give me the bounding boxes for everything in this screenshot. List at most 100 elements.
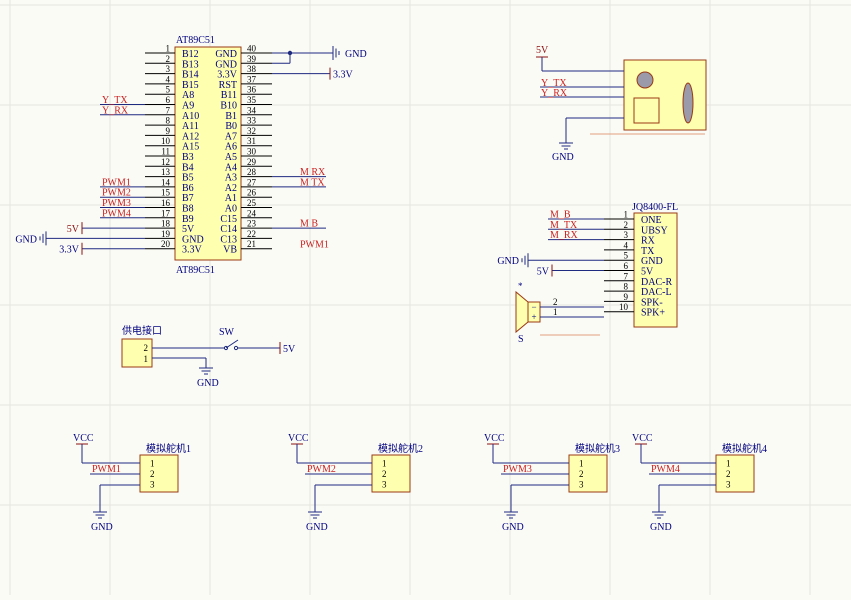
power-label: 3.3V [333, 70, 354, 81]
mcu-value: AT89C51 [176, 265, 215, 276]
mcu-pin-name: B9 [182, 214, 194, 225]
audio-pin-name: GND [641, 256, 663, 267]
net-label: Y_RX [102, 105, 129, 116]
audio-pin-number: 10 [619, 302, 629, 312]
audio-body [633, 212, 678, 328]
mcu-pin-name: B1 [225, 111, 237, 122]
mcu-pin-name: A7 [225, 131, 237, 142]
speaker-pin-sign: + [531, 312, 536, 322]
mcu-pin-name: C15 [220, 214, 237, 225]
mcu-pin-number: 1 [166, 44, 171, 54]
mcu-pin-number: 4 [166, 74, 171, 84]
connector-body [121, 338, 153, 368]
mcu-ref: AT89C51 [176, 35, 215, 46]
power-label: VCC [484, 433, 505, 444]
power-label: 5V [67, 224, 80, 235]
mcu-pin-number: 7 [166, 105, 171, 115]
net-label: M RX [300, 167, 326, 178]
mcu-pin-name: B11 [221, 90, 237, 101]
mcu-pin-name: C14 [220, 224, 237, 235]
mcu-pin-name: A8 [182, 90, 194, 101]
audio-pin-name: DAC-R [641, 277, 672, 288]
connector-pin-number: 2 [144, 343, 149, 353]
servo-pin-number: 1 [726, 459, 731, 469]
mcu-pin-name: B5 [182, 173, 194, 184]
mcu-pin-name: B7 [182, 193, 194, 204]
speaker-value: S [518, 334, 524, 345]
speaker-pin-number: 2 [553, 297, 558, 307]
schematic-drawing: AT89C51AT89C511B122B133B144B155A86A97A10… [15, 35, 767, 533]
servo-ref: 模拟舵机4 [722, 442, 767, 455]
power-label: VCC [288, 433, 309, 444]
mcu-body [174, 46, 242, 261]
mcu-pin-number: 35 [247, 95, 257, 105]
net-label: PWM4 [651, 464, 680, 475]
mcu-pin-number: 6 [166, 95, 171, 105]
net-label: M_TX [550, 220, 578, 231]
audio-pin-name: ONE [641, 215, 662, 226]
mcu-pin-number: 2 [166, 54, 171, 64]
mcu-pin-name: A0 [225, 204, 237, 215]
ground-label: GND [502, 522, 524, 533]
net-label: M B [300, 219, 318, 230]
mcu-pin-name: A12 [182, 131, 199, 142]
mcu-pin-name: A6 [225, 142, 237, 153]
servo-pin-number: 3 [579, 480, 584, 490]
mcu-pin-number: 13 [161, 167, 171, 177]
servo-ref: 模拟舵机3 [575, 442, 620, 455]
audio-pin-number: 1 [624, 210, 629, 220]
audio-pin-name: RX [641, 236, 656, 247]
mcu-pin-name: A10 [182, 111, 199, 122]
mcu-pin-number: 18 [161, 219, 171, 229]
mcu-pin-number: 40 [247, 44, 257, 54]
mcu-pin-number: 29 [247, 157, 257, 167]
net-label: PWM4 [102, 208, 131, 219]
mcu-pin-number: 9 [166, 126, 171, 136]
power-label: VCC [73, 433, 94, 444]
audio-pin-number: 6 [624, 261, 629, 271]
switch-contact [223, 345, 229, 351]
mcu-pin-number: 31 [247, 136, 256, 146]
audio-pin-number: 3 [624, 230, 629, 240]
net-label: Y_TX [102, 95, 128, 106]
ground-label: GND [552, 152, 574, 163]
servo-pin-number: 1 [382, 459, 387, 469]
ground-label: GND [15, 234, 37, 245]
mcu-pin-number: 20 [161, 239, 171, 249]
mcu-pin-name: 5V [182, 224, 195, 235]
mcu-pin-number: 30 [247, 147, 257, 157]
net-label: PWM2 [307, 464, 336, 475]
servo-pin-number: 3 [150, 480, 155, 490]
power-label: 5V [536, 45, 549, 56]
mcu-pin-name: A9 [182, 101, 194, 112]
junction-dot [287, 50, 293, 56]
mcu-pin-name: B6 [182, 183, 194, 194]
mcu-pin-number: 34 [247, 105, 257, 115]
mcu-pin-name: A5 [225, 152, 237, 163]
audio-pin-name: TX [641, 246, 655, 257]
mcu-pin-number: 16 [161, 198, 171, 208]
connector-ref: 供电接口 [122, 324, 162, 337]
mcu-pin-number: 39 [247, 54, 257, 64]
net-label: Y_RX [541, 88, 568, 99]
audio-pin-number: 9 [624, 292, 629, 302]
net-label: M TX [300, 177, 325, 188]
sensor-lens [636, 71, 654, 89]
speaker-pin-number: 1 [553, 307, 558, 317]
mcu-pin-name: B13 [182, 59, 199, 70]
mcu-pin-number: 11 [161, 147, 170, 157]
switch-lever [225, 339, 239, 349]
ground-label: GND [497, 256, 519, 267]
mcu-pin-name: A3 [225, 173, 237, 184]
net-label: PWM1 [92, 464, 121, 475]
mcu-pin-number: 12 [161, 157, 170, 167]
mcu-pin-name: A15 [182, 142, 199, 153]
mcu-pin-name: A1 [225, 193, 237, 204]
mcu-pin-number: 22 [247, 229, 256, 239]
connector-pin-number: 1 [144, 354, 149, 364]
net-label: M_B [550, 210, 571, 221]
ground-label: GND [197, 378, 219, 389]
ground-label: GND [345, 49, 367, 60]
